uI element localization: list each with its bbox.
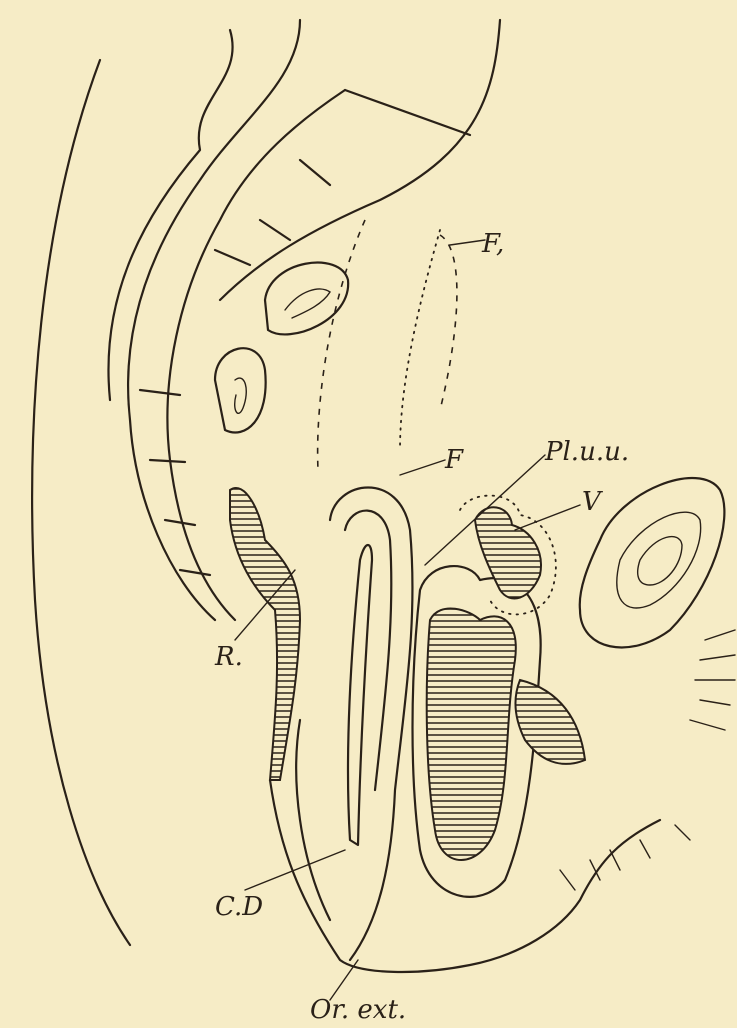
outer-contour: [32, 60, 130, 945]
label-f1: F,: [481, 229, 504, 259]
right-oval-ring-1: [617, 512, 701, 608]
label-v: V: [582, 487, 603, 517]
lower-tissue: [515, 680, 585, 764]
dotted-outline: [400, 230, 440, 450]
label-pluu: Pl.u.u.: [544, 437, 629, 467]
label-orext: Or. ext.: [310, 995, 406, 1025]
gut-lumen-lower: [235, 378, 247, 413]
gut-lumen-upper: [285, 289, 330, 318]
label-r: R.: [214, 642, 243, 672]
sacrum-outline-2: [128, 20, 300, 620]
label-cd: C.D: [215, 892, 263, 922]
gut-loop-upper: [265, 263, 348, 335]
sacrum-outline-1: [108, 30, 232, 400]
right-hair-lines: [690, 630, 735, 730]
canal-cd: [348, 545, 372, 845]
dashed-outline-1: [318, 220, 365, 470]
sacrum-segments: [140, 220, 290, 575]
gut-loop-lower: [215, 348, 266, 432]
dashed-outline-2: [440, 235, 457, 410]
right-oval-outer: [580, 478, 725, 647]
right-oval-ring-2: [638, 537, 682, 585]
lower-right-lines: [560, 825, 690, 890]
vesicle-v: [475, 507, 541, 598]
bladder-cavity: [427, 608, 516, 860]
label-f: F: [444, 445, 464, 475]
